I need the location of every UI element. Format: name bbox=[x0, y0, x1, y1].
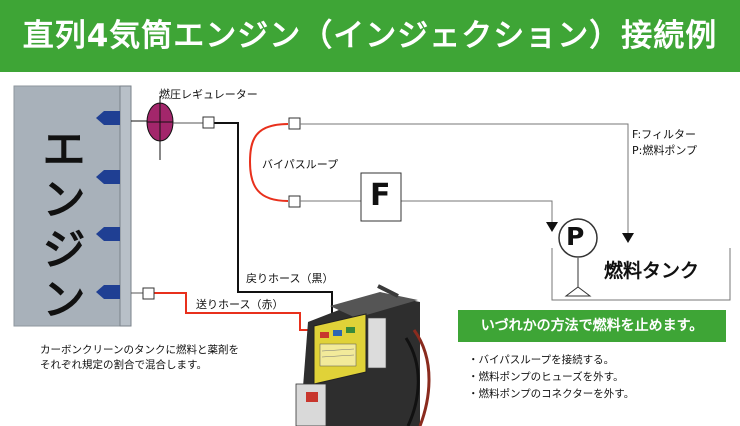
filter-to-pump-line bbox=[401, 200, 553, 230]
bypass-fitting-top bbox=[288, 117, 301, 130]
callout-text: いづれかの方法で燃料を止めます。 bbox=[480, 318, 704, 334]
filter-box bbox=[360, 172, 402, 222]
engine-block bbox=[13, 85, 121, 327]
mix-note-line-2: それぞれ規定の割合で混合します。 bbox=[40, 359, 207, 371]
callout-box bbox=[458, 310, 726, 342]
tank-return-line bbox=[300, 123, 629, 240]
method-3: ・燃料ポンプのコネクターを外す。 bbox=[468, 388, 635, 400]
title-banner bbox=[0, 0, 740, 72]
injector-2 bbox=[96, 170, 120, 184]
feed-hose bbox=[152, 292, 336, 331]
filter-letter: F bbox=[370, 178, 391, 213]
injector-1 bbox=[96, 111, 120, 125]
regulator-fitting bbox=[202, 116, 215, 129]
pump-symbol bbox=[558, 218, 598, 258]
pump-base bbox=[564, 286, 592, 297]
injector-3 bbox=[96, 227, 120, 241]
return-arrow bbox=[622, 233, 634, 243]
fuel-rail bbox=[119, 85, 132, 327]
feed-fitting bbox=[142, 287, 155, 300]
legend-filter: F:フィルター bbox=[632, 128, 696, 141]
pump-letter: P bbox=[566, 222, 585, 251]
return-hose-label: 戻りホース（黒） bbox=[246, 272, 334, 285]
method-1: ・バイパスループを接続する。 bbox=[468, 354, 615, 366]
feed-hose-label: 送りホース（赤） bbox=[196, 298, 284, 311]
legend-pump: P:燃料ポンプ bbox=[632, 144, 698, 157]
bypass-loop bbox=[248, 123, 289, 202]
pump-arrow bbox=[546, 222, 558, 232]
fuel-tank bbox=[551, 248, 731, 301]
regulator-label: 燃圧レギュレーター bbox=[159, 88, 258, 101]
engine-label: エンジン bbox=[34, 126, 85, 326]
tank-label: 燃料タンク bbox=[604, 260, 700, 282]
bypass-fitting-bottom bbox=[288, 195, 301, 208]
carbon-clean-machine bbox=[295, 284, 431, 426]
mix-note-line-1: カーボンクリーンのタンクに燃料と薬剤を bbox=[40, 344, 239, 356]
method-2: ・燃料ポンプのヒューズを外す。 bbox=[468, 371, 624, 383]
page-title: 直列4気筒エンジン（インジェクション）接続例 bbox=[22, 18, 718, 54]
return-hose bbox=[209, 122, 333, 318]
injector-4 bbox=[96, 285, 120, 299]
bypass-label: バイパスループ bbox=[262, 158, 339, 171]
